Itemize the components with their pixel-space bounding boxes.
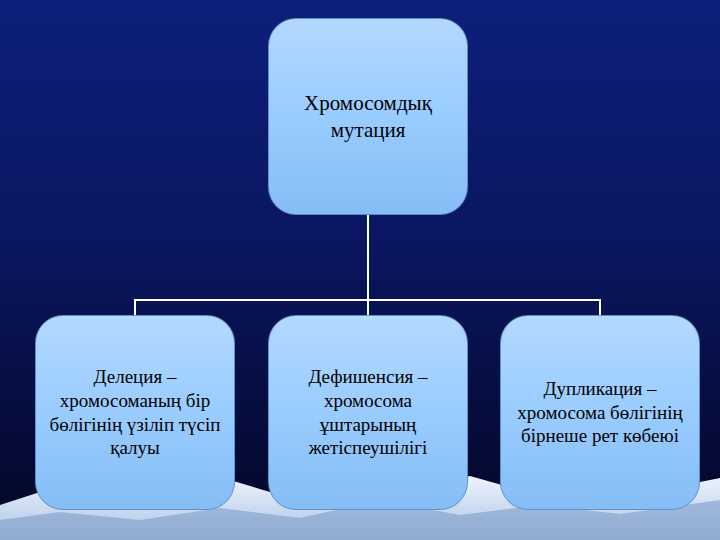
box-label: Дефишенсия – хромосома ұштарының жетіспе… (277, 365, 459, 460)
category-box: Делеция – хромосоманың бір бөлігінің үзі… (35, 315, 235, 510)
category-box: Дефишенсия – хромосома ұштарының жетіспе… (268, 315, 468, 510)
tree-connector (368, 215, 600, 315)
box-label: Дупликация – хромосома бөлігінің бірнеше… (509, 377, 691, 448)
tree-connector (135, 215, 368, 315)
root-box: Хромосомдық мутация (268, 18, 468, 215)
category-box: Дупликация – хромосома бөлігінің бірнеше… (500, 315, 700, 510)
box-label: Делеция – хромосоманың бір бөлігінің үзі… (44, 365, 226, 460)
box-label: Хромосомдық мутация (277, 90, 459, 143)
